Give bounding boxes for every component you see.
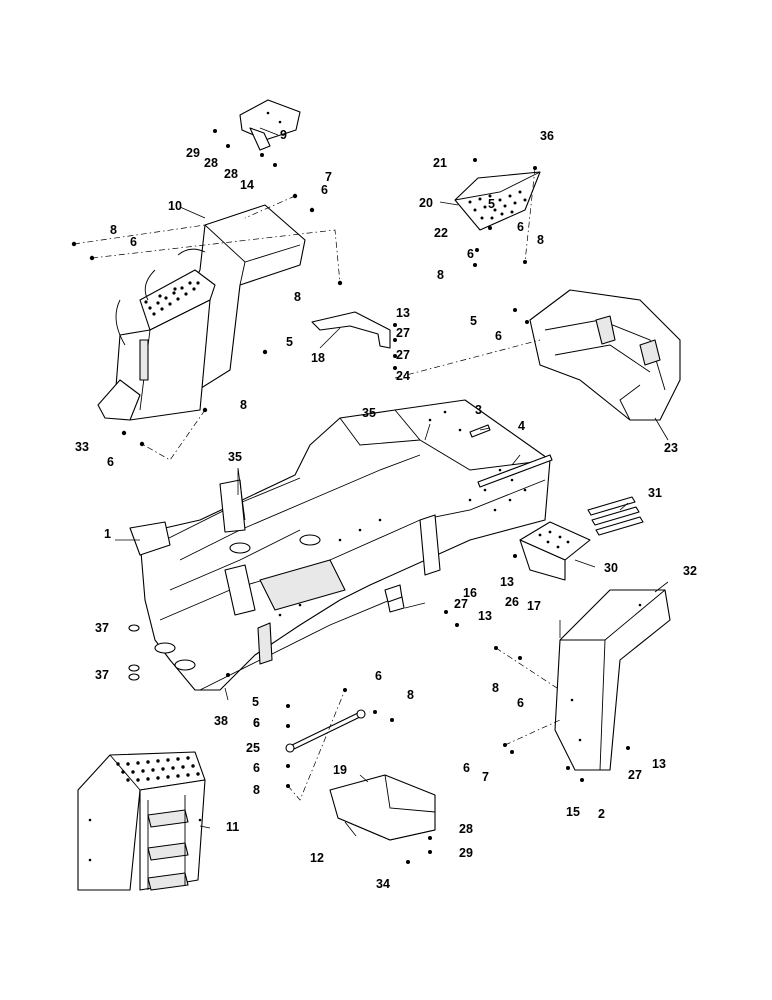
callout-19: 19 — [333, 763, 347, 777]
callout-24: 24 — [396, 369, 410, 383]
part-25-link-rod — [285, 709, 366, 753]
callout-8: 8 — [407, 688, 414, 702]
callout-5: 5 — [252, 695, 259, 709]
callout-22: 22 — [434, 226, 448, 240]
callout-36: 36 — [540, 129, 554, 143]
part-23-rear-counterweight — [529, 289, 681, 421]
callout-7: 7 — [482, 770, 489, 784]
callout-8: 8 — [437, 268, 444, 282]
callout-8: 8 — [537, 233, 544, 247]
callout-20: 20 — [419, 196, 433, 210]
callout-6: 6 — [517, 220, 524, 234]
callout-17: 17 — [527, 599, 541, 613]
callout-28: 28 — [459, 822, 473, 836]
callout-6: 6 — [130, 235, 137, 249]
callout-27: 27 — [396, 348, 410, 362]
callout-15: 15 — [566, 805, 580, 819]
callout-3: 3 — [475, 403, 482, 417]
callout-6: 6 — [467, 247, 474, 261]
callout-6: 6 — [463, 761, 470, 775]
callout-28: 28 — [224, 167, 238, 181]
callout-37: 37 — [95, 621, 109, 635]
callout-6: 6 — [321, 183, 328, 197]
callout-8: 8 — [240, 398, 247, 412]
callout-13: 13 — [500, 575, 514, 589]
callout-25: 25 — [246, 741, 260, 755]
callout-32: 32 — [683, 564, 697, 578]
callout-30: 30 — [604, 561, 618, 575]
callout-12: 12 — [310, 851, 324, 865]
callout-8: 8 — [294, 290, 301, 304]
callout-16: 16 — [463, 586, 477, 600]
part-1-main-frame — [129, 399, 551, 691]
callout-1: 1 — [104, 527, 111, 541]
part-16-plate — [387, 596, 405, 613]
callout-4: 4 — [518, 419, 525, 433]
part-9-cover-plate — [239, 99, 301, 151]
callout-13: 13 — [652, 757, 666, 771]
callout-27: 27 — [396, 326, 410, 340]
callout-6: 6 — [495, 329, 502, 343]
part-18-bracket — [311, 311, 391, 349]
part-4-strip — [477, 454, 553, 488]
callout-18: 18 — [311, 351, 325, 365]
callout-6: 6 — [375, 669, 382, 683]
callout-33: 33 — [75, 440, 89, 454]
callout-23: 23 — [664, 441, 678, 455]
part-11-stair-assembly — [77, 751, 206, 891]
callout-29: 29 — [186, 146, 200, 160]
callout-2: 2 — [598, 807, 605, 821]
callout-9: 9 — [280, 128, 287, 142]
callout-37: 37 — [95, 668, 109, 682]
callout-28: 28 — [204, 156, 218, 170]
callout-29: 29 — [459, 846, 473, 860]
part-20-upper-step — [454, 171, 541, 231]
callout-27: 27 — [454, 597, 468, 611]
callout-6: 6 — [253, 761, 260, 775]
callout-6: 6 — [107, 455, 114, 469]
part-31-wear-strips — [587, 496, 644, 536]
callout-27: 27 — [628, 768, 642, 782]
part-3-pin — [469, 424, 491, 438]
callout-6: 6 — [253, 716, 260, 730]
callout-13: 13 — [478, 609, 492, 623]
callout-35: 35 — [228, 450, 242, 464]
callout-labels: 1 2 3 4 5 5 5 5 6 6 6 6 6 6 6 6 6 6 6 6 … — [75, 128, 697, 891]
callout-14: 14 — [240, 178, 254, 192]
callout-leader-lines — [115, 127, 669, 837]
assembly-center-lines — [73, 167, 561, 801]
callout-8: 8 — [492, 681, 499, 695]
callout-5: 5 — [470, 314, 477, 328]
callout-8: 8 — [253, 783, 260, 797]
callout-6: 6 — [517, 696, 524, 710]
callout-10: 10 — [168, 199, 182, 213]
part-32-right-fender — [554, 589, 671, 771]
part-10-left-fender-assembly — [97, 204, 306, 421]
callout-26: 26 — [505, 595, 519, 609]
callout-7: 7 — [325, 170, 332, 184]
callout-21: 21 — [433, 156, 447, 170]
part-30-small-step — [519, 521, 591, 581]
callout-13: 13 — [396, 306, 410, 320]
callout-5: 5 — [488, 197, 495, 211]
callout-31: 31 — [648, 486, 662, 500]
callout-6: 6 — [253, 716, 260, 730]
callout-34: 34 — [376, 877, 390, 891]
callout-11: 11 — [226, 820, 239, 834]
callout-8: 8 — [110, 223, 117, 237]
callout-38: 38 — [214, 714, 228, 728]
callout-35: 35 — [362, 406, 376, 420]
part-19-floor-plate — [329, 774, 436, 841]
callout-5: 5 — [286, 335, 293, 349]
